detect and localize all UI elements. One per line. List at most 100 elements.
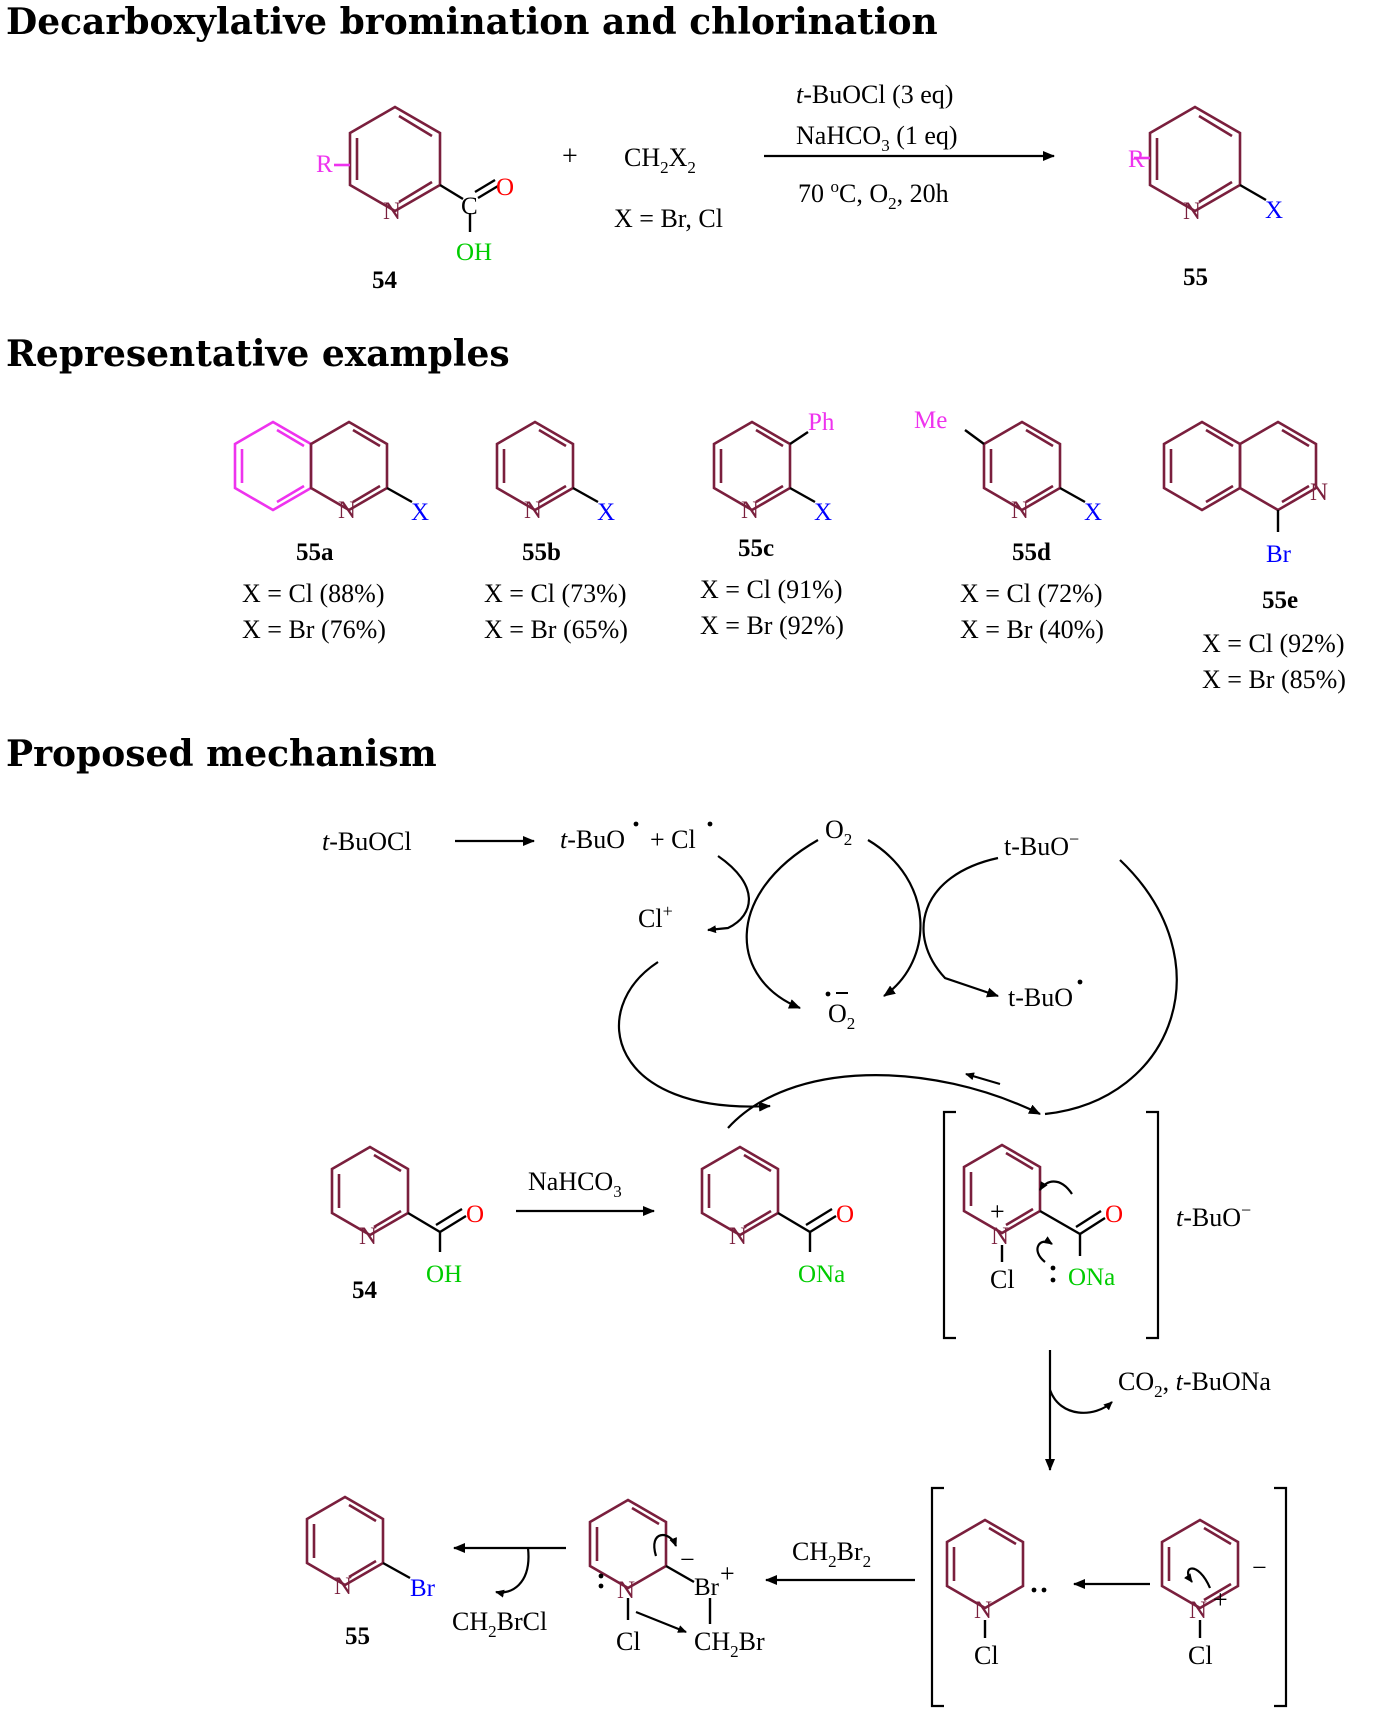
- lone-pair-2: [1050, 1277, 1056, 1283]
- example-55a-yield-br: X = Br (76%): [242, 615, 386, 644]
- ex-c-phenyl: Ph: [808, 409, 835, 436]
- mech-tbuo-anion: t-BuO−: [1004, 829, 1079, 861]
- example-55d-methylpyridine: Me N X 55d X = Cl (72%) X = Br (40%): [914, 407, 1104, 644]
- condition-nahco3: NaHCO3 (1 eq): [796, 121, 958, 155]
- carbonyl-oxygen: O: [496, 174, 514, 201]
- adduct-pair-1: [598, 1583, 604, 1589]
- example-55a-quinoline: N X 55a X = Cl (88%) X = Br (76%): [233, 420, 429, 644]
- bracket-left: [942, 1110, 956, 1340]
- ex-e-bromine: Br: [1266, 541, 1292, 568]
- ex-a-nitrogen: N: [338, 497, 356, 524]
- ex-d-methyl: Me: [914, 407, 947, 434]
- ex-c-x: X: [814, 499, 832, 526]
- ring-nitrogen: N: [383, 198, 401, 225]
- example-55c-phenylpyridine: Ph N X 55c X = Cl (91%) X = Br (92%): [700, 409, 844, 640]
- mech-cl-cation: Cl+: [638, 901, 673, 933]
- mech-tbuocl: t-BuOCl: [322, 827, 412, 856]
- ex-b-nitrogen: N: [524, 497, 542, 524]
- section-title-examples: Representative examples: [6, 333, 510, 375]
- adduct-electron-arrow: [653, 1533, 678, 1557]
- example-55d-yield-br: X = Br (40%): [960, 615, 1104, 644]
- example-55e-yield-br: X = Br (85%): [1202, 665, 1346, 694]
- mech-ch2br2: CH2Br2: [792, 1537, 871, 1571]
- example-label-55c: 55c: [738, 535, 774, 562]
- adduct-cl: Cl: [616, 1627, 641, 1656]
- condition-tbuocl: t-BuOCl (3 eq): [796, 80, 953, 109]
- carbene-pair-1: [1031, 1587, 1037, 1593]
- mech-54-oxygen: O: [466, 1201, 484, 1228]
- r-group-label: R: [316, 151, 333, 178]
- mech-tbuo-radical: t-BuO: [560, 825, 625, 854]
- radical-dot-cl: [707, 821, 713, 827]
- example-55b-yield-cl: X = Cl (73%): [484, 579, 626, 608]
- mech-label-54: 54: [352, 1277, 378, 1304]
- plus-sign: +: [562, 141, 578, 172]
- adduct-plus: +: [720, 1559, 735, 1588]
- adduct-cl-transfer-arrow: [635, 1610, 687, 1634]
- example-55d-yield-cl: X = Cl (72%): [960, 579, 1102, 608]
- intermediate-ona: ONa: [1068, 1264, 1115, 1291]
- curved-arrow-o2-right: [867, 839, 922, 997]
- adduct-pair-2: [598, 1573, 604, 1579]
- example-label-55a: 55a: [296, 539, 334, 566]
- carbene-pair-2: [1041, 1587, 1047, 1593]
- example-55e-bromoisoquinoline: N Br 55e X = Cl (92%) X = Br (85%): [1162, 420, 1346, 694]
- curved-arrow-clplus-down: [617, 961, 771, 1112]
- ex-c-nitrogen: N: [741, 497, 759, 524]
- final-bromine: Br: [410, 1575, 436, 1602]
- carbene-cl: Cl: [974, 1641, 999, 1670]
- intermediate-plus: +: [990, 1197, 1005, 1226]
- reagent-ch2x2: CH2X2: [624, 143, 696, 177]
- mech-tbuo-radical-2: t-BuO: [1008, 983, 1073, 1012]
- ylide-electron-arrow: [1184, 1567, 1212, 1589]
- example-55b-yield-br: X = Br (65%): [484, 615, 628, 644]
- carboxyl-carbon: C: [461, 193, 478, 220]
- final-nitrogen: N: [334, 1573, 352, 1600]
- curved-arrow-tbuo-long: [1044, 859, 1178, 1116]
- intermediate-oxygen: O: [1105, 1201, 1123, 1228]
- adduct-nitrogen: N: [617, 1577, 635, 1604]
- adduct-minus: −: [680, 1545, 695, 1574]
- product-halogen-x: X: [1265, 197, 1283, 224]
- example-55c-yield-cl: X = Cl (91%): [700, 575, 842, 604]
- ex-b-x: X: [597, 499, 615, 526]
- curved-arrow-cl-to-clplus: [707, 855, 750, 934]
- adduct-ch2br: CH2Br: [694, 1627, 765, 1661]
- curved-arrow-tbuo-to-radical: [922, 856, 999, 998]
- mech-sodium-picolinate: N O ONa: [700, 1145, 854, 1288]
- mech-n-chloropyridinium-intermediate: N + O ONa Cl: [942, 1110, 1160, 1340]
- compound-label-54: 54: [372, 267, 398, 294]
- electron-arrow-2: [1039, 1180, 1073, 1195]
- mech-54-hydroxyl: OH: [426, 1261, 462, 1288]
- intermediate-nitrogen: N: [991, 1223, 1009, 1250]
- mech-ch2brcl: CH2BrCl: [452, 1607, 547, 1641]
- bracket-right-2: [1274, 1486, 1288, 1708]
- picolinate-oxygen: O: [836, 1201, 854, 1228]
- mech-nahco3: NaHCO3: [528, 1167, 622, 1201]
- compound-label-55: 55: [1183, 264, 1208, 291]
- bracket-left-2: [930, 1486, 944, 1708]
- ex-e-nitrogen: N: [1310, 479, 1328, 506]
- compound-55-halopyridine: R N X 55: [1128, 105, 1283, 291]
- ex-d-nitrogen: N: [1011, 497, 1029, 524]
- condition-temperature: 70 oC, O2, 20h: [798, 177, 949, 213]
- superoxide-dot: [825, 991, 831, 997]
- bracket-right: [1146, 1110, 1160, 1340]
- ylide-plus: +: [1213, 1585, 1228, 1614]
- compound-54-picolinic-acid: R N C O OH 54: [316, 105, 514, 294]
- mech-tbuo-counterion: t-BuO−: [1176, 1200, 1251, 1232]
- carbene-nitrogen: N: [974, 1597, 992, 1624]
- lone-pair-1: [1050, 1265, 1056, 1271]
- section-title-reaction: Decarboxylative bromination and chlorina…: [6, 1, 938, 43]
- mech-o2: O2: [825, 815, 852, 849]
- x-definition: X = Br, Cl: [614, 204, 723, 233]
- mech-bromonium-adduct: N − Br + Cl CH2Br: [588, 1498, 765, 1661]
- product-nitrogen: N: [1183, 198, 1201, 225]
- example-label-55e: 55e: [1262, 587, 1298, 614]
- curved-arrow-to-intermediate: [727, 1074, 1041, 1129]
- section-title-mechanism: Proposed mechanism: [6, 733, 437, 775]
- ylide-minus: −: [1252, 1553, 1267, 1582]
- hydroxyl-group: OH: [456, 239, 492, 266]
